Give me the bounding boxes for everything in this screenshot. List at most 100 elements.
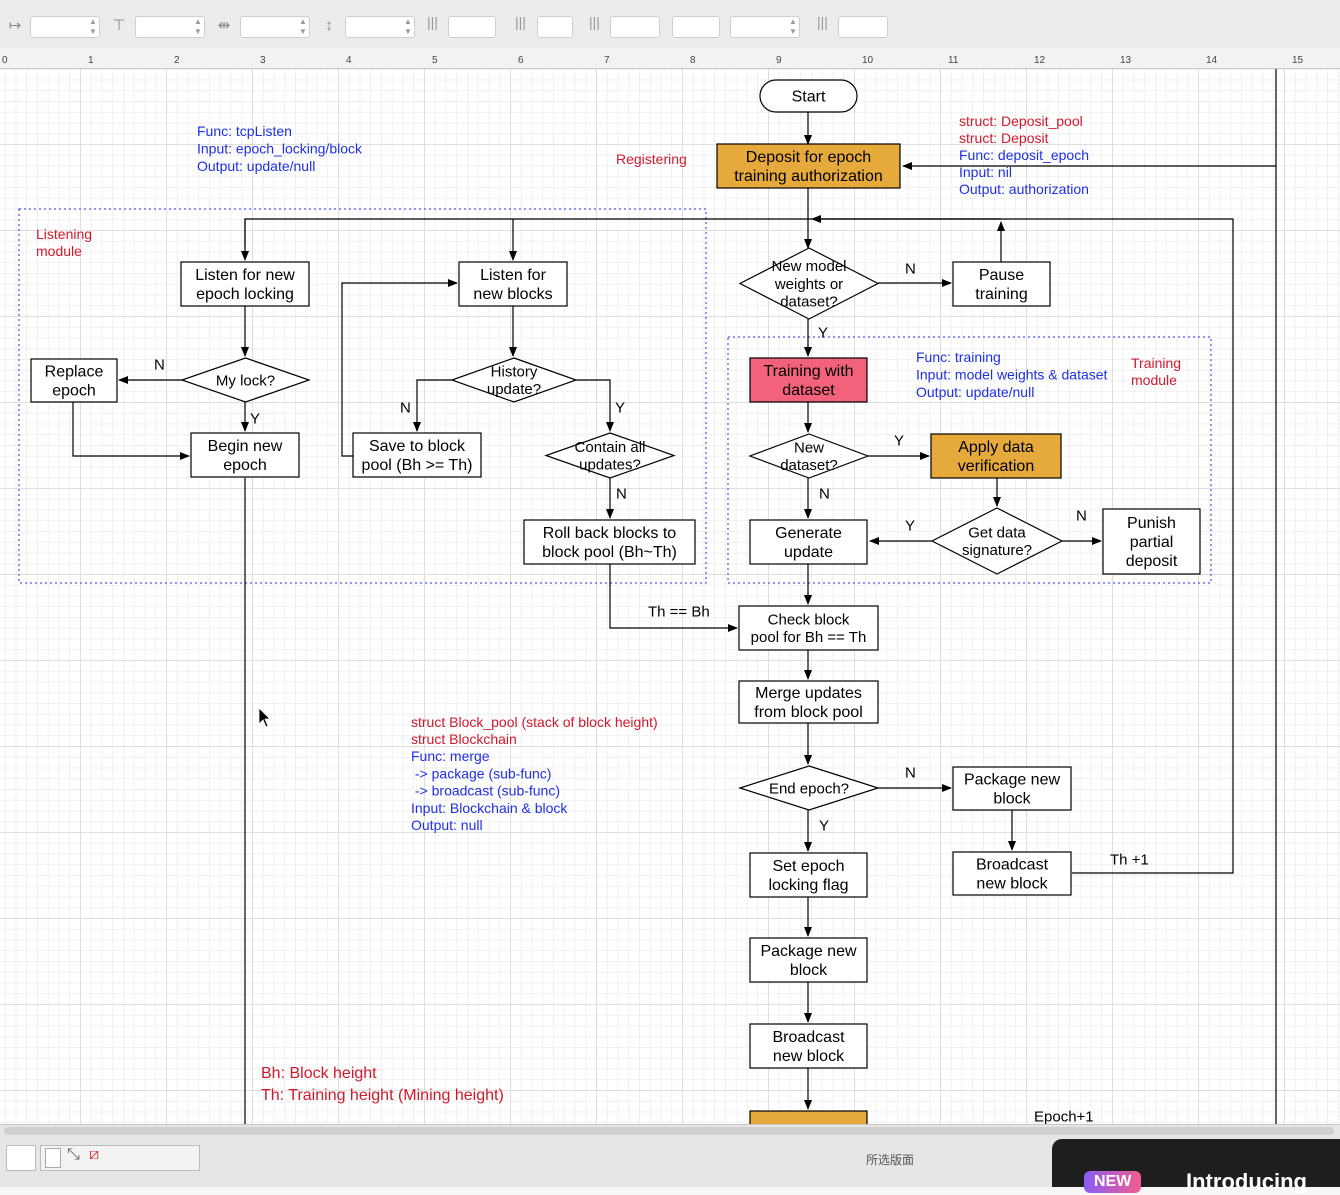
edge-label-y_apply: Y <box>894 432 904 449</box>
merge-struct-annotation: struct Block_pool (stack of block height… <box>411 714 658 747</box>
edge-label-n_punish: N <box>1076 507 1087 524</box>
pattern-dropdown[interactable] <box>838 16 888 38</box>
drawing-canvas[interactable] <box>0 69 1340 1124</box>
start-node[interactable]: Start <box>759 79 858 113</box>
registering-annotation: Registering <box>616 151 687 167</box>
ruler-label: 13 <box>1120 55 1132 66</box>
height-field[interactable] <box>345 16 415 38</box>
horizontal-ruler <box>0 48 1340 69</box>
opacity-field[interactable] <box>730 16 800 38</box>
horizontal-scrollbar[interactable] <box>4 1127 1334 1135</box>
left-indent-field[interactable] <box>30 16 100 38</box>
edge-label-y_contain: Y <box>615 399 625 416</box>
stepper-icon[interactable]: ▲▼ <box>404 17 412 36</box>
ruler-label: 0 <box>2 55 8 66</box>
edge-label-y_generate: Y <box>905 517 915 534</box>
edge-history-contain <box>576 379 614 432</box>
edge-bcast-loop <box>811 215 1234 874</box>
height-icon: ↕ <box>325 17 333 34</box>
layer-selector[interactable]: ⤡ ⧄ <box>40 1145 200 1171</box>
edge-label-y_setflag: Y <box>819 817 829 834</box>
edge-top-bus <box>244 218 1001 246</box>
separator-icon: ||| <box>515 14 526 30</box>
edge-label-th_plus: Th +1 <box>1110 851 1149 868</box>
ruler-label: 1 <box>88 55 94 66</box>
spacing-before-field[interactable] <box>135 16 205 38</box>
edge-label-n_replace: N <box>154 356 165 373</box>
ruler-label: 15 <box>1292 55 1304 66</box>
mouse-cursor-icon <box>258 707 271 728</box>
my-lock-decision-text: My lock? <box>216 372 275 389</box>
promo-banner[interactable]: NEW Introducing <box>1052 1139 1340 1194</box>
ruler-label: 14 <box>1206 55 1218 66</box>
stepper-icon[interactable]: ▲▼ <box>789 17 797 36</box>
width-field[interactable] <box>240 16 310 38</box>
listening-module-frame <box>18 208 707 584</box>
merge-func-annotation: Func: merge -> package (sub-func) -> bro… <box>411 748 568 833</box>
my-lock-decision[interactable]: My lock? <box>180 357 311 403</box>
format-toolbar: ↦ ▲▼ ⊤ ▲▼ ⇹ ▲▼ ↕ ▲▼ ||| ||| ||| ▲▼ ||| <box>0 0 1340 49</box>
ruler-label: 7 <box>604 55 610 66</box>
wait-node[interactable]: Wait for new <box>749 1110 868 1124</box>
separator-icon: ||| <box>427 14 438 30</box>
fill-style-dropdown[interactable] <box>448 16 496 38</box>
ruler-label: 9 <box>776 55 782 66</box>
edge-rollback-check <box>609 564 738 632</box>
edge-label-epoch_plus: Epoch+1 <box>1034 1108 1094 1124</box>
line-style-dropdown[interactable] <box>610 16 660 38</box>
separator-icon: ||| <box>817 14 828 30</box>
line-weight-dropdown[interactable] <box>672 16 720 38</box>
stepper-icon[interactable]: ▲▼ <box>194 17 202 36</box>
color-well[interactable] <box>537 16 573 38</box>
edge-label-n_save: N <box>400 399 411 416</box>
end-epoch-decision-text: End epoch? <box>769 780 849 797</box>
stepper-icon[interactable]: ▲▼ <box>299 17 307 36</box>
stepper-icon[interactable]: ▲▼ <box>89 17 97 36</box>
edge-label-y_begin: Y <box>250 410 260 427</box>
edge-label-th_eq_bh: Th == Bh <box>648 603 710 620</box>
edge-label-n_pause: N <box>905 260 916 277</box>
page-thumbnail-button[interactable] <box>6 1145 36 1171</box>
ruler-label: 10 <box>862 55 874 66</box>
ruler-label: 8 <box>690 55 696 66</box>
edge-label-n_rollback: N <box>616 485 627 502</box>
end-epoch-decision[interactable]: End epoch? <box>738 765 880 811</box>
